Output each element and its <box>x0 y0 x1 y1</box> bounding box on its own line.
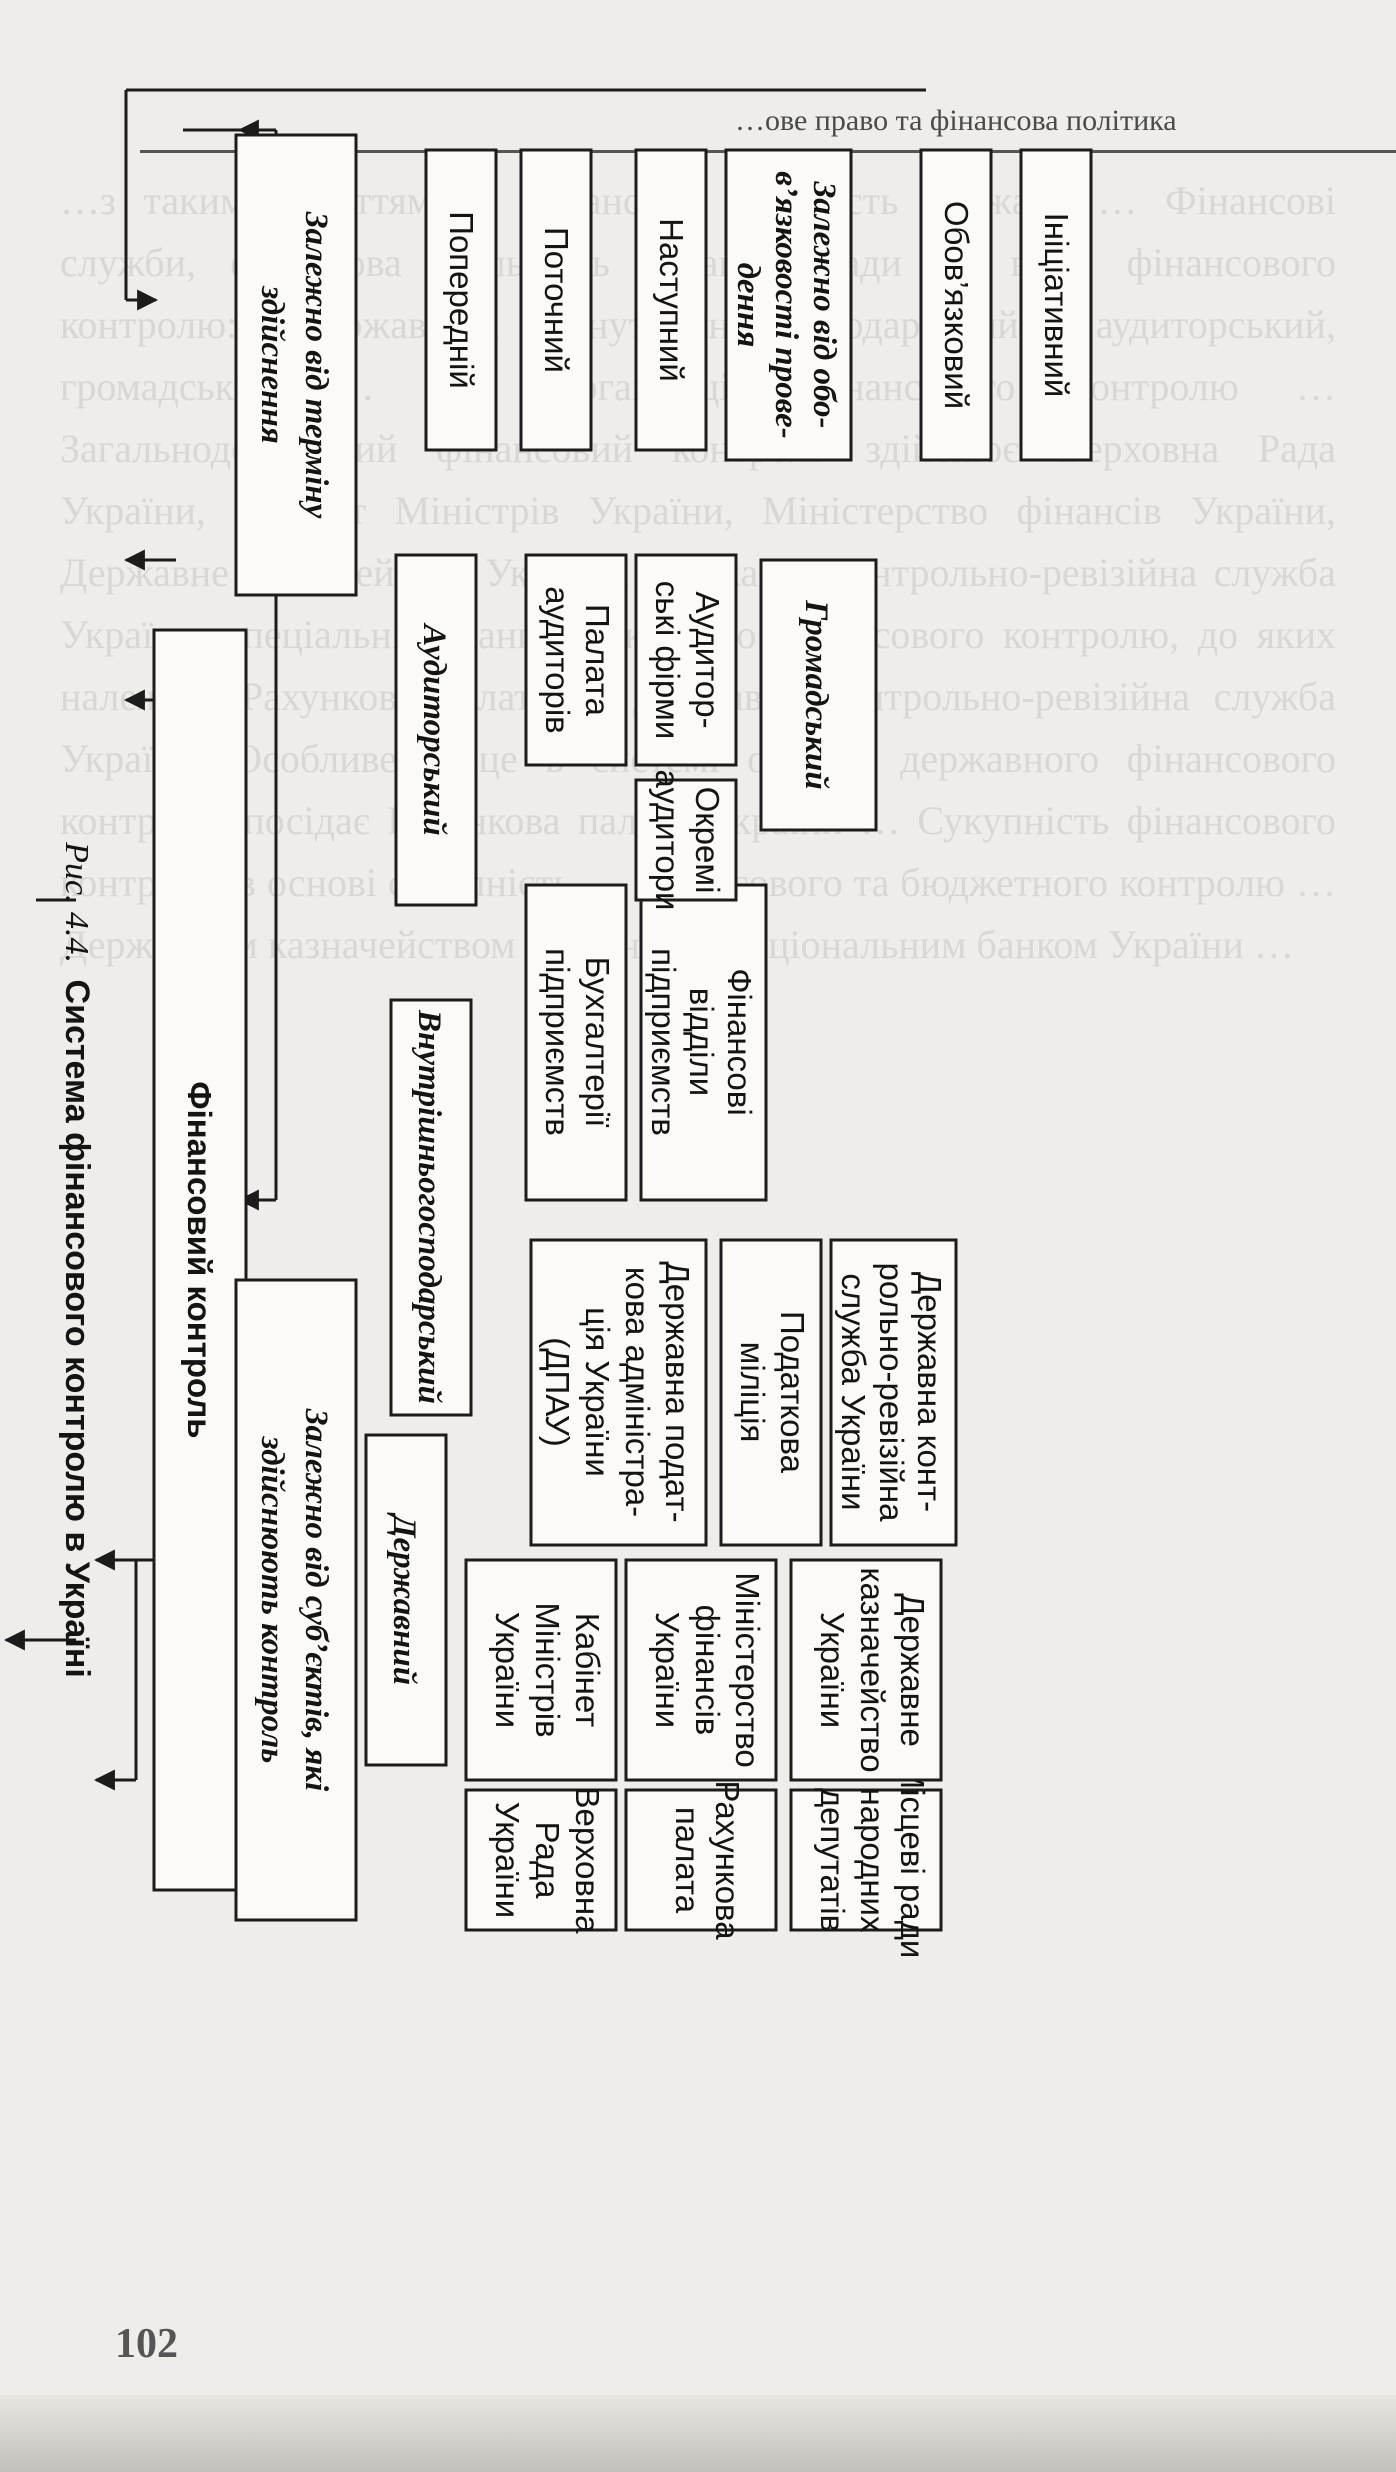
type-public: Громадський <box>759 558 878 832</box>
mandatory-item-1: Ініціативний <box>1019 148 1093 462</box>
state-extra-1-l1: Податкова <box>774 1311 811 1474</box>
type-public-label: Громадський <box>798 599 834 789</box>
mandatory-item-0-label: Обов’язковий <box>938 201 975 409</box>
internal-body-0: Бухгалтерії підприємств <box>524 883 628 1202</box>
group-subjects: Залежно від суб’єктів, які здійснюють ко… <box>234 1278 358 1922</box>
type-internal: Внутрішньогосподарський <box>389 998 473 1417</box>
term-item-2-label: Наступний <box>653 218 690 382</box>
state-extra-0-l3: ція України <box>579 1307 616 1477</box>
group-mandatory-title-3: дення <box>730 263 766 348</box>
state-body-5-l2: казначейство <box>854 1567 891 1772</box>
group-term-title-1: Залежно від терміну <box>298 211 334 519</box>
audit-body-0: Палата аудиторів <box>524 553 628 767</box>
term-item-1-label: Поточний <box>538 227 575 373</box>
state-body-0-l2: Рада <box>529 1822 566 1900</box>
state-body-3-l2: фінансів <box>689 1605 726 1736</box>
state-extra-1-l2: міліція <box>734 1342 771 1443</box>
group-term-title-2: здійснення <box>254 285 290 444</box>
root-node: Фінансовий контроль <box>152 628 248 1892</box>
group-term: Залежно від терміну здійснення <box>234 133 358 597</box>
state-body-4-l2: народних <box>854 1788 891 1933</box>
mandatory-item-1-label: Ініціативний <box>1038 213 1075 398</box>
state-body-3-l3: України <box>649 1612 686 1728</box>
group-mandatory: Залежно від обо- в’язковості прове- денн… <box>724 148 853 462</box>
term-item-0: Попередній <box>424 148 498 452</box>
state-body-4-l1: Місцеві ради <box>894 1762 931 1959</box>
group-subjects-title-2: здійснюють контроль <box>254 1436 290 1764</box>
state-extra-2: Державна конт- рольно-ревізійна служба У… <box>829 1238 958 1547</box>
state-extra-0-l1: Державна подат- <box>659 1261 696 1522</box>
state-extra-0-l4: (ДПАУ) <box>539 1337 576 1447</box>
state-body-0-l1: Верховна <box>569 1787 606 1935</box>
audit-body-2: Окремі аудитори <box>634 770 738 911</box>
state-body-2-l1: Рахункова <box>709 1780 746 1940</box>
type-internal-label: Внутрішньогосподарський <box>411 1009 447 1404</box>
state-body-1-l1: Кабінет <box>569 1613 606 1727</box>
figure-caption: Рис. 4.4. Система фінансового контролю в… <box>58 841 96 1678</box>
state-body-1-l2: Міністрів <box>529 1602 566 1737</box>
type-state: Державний <box>364 1433 448 1767</box>
root-label: Фінансовий контроль <box>181 1081 218 1438</box>
term-item-2: Наступний <box>634 148 708 452</box>
state-body-3: Міністерство фінансів України <box>624 1558 778 1782</box>
state-extra-2-l3: служба України <box>835 1273 872 1510</box>
page-bottom-shadow <box>0 2395 1396 2472</box>
audit-body-0-l2: аудиторів <box>539 586 576 733</box>
state-body-0: Верховна Рада України <box>464 1787 618 1935</box>
state-body-1: Кабінет Міністрів України <box>464 1558 618 1782</box>
state-body-2-l2: палата <box>669 1807 706 1914</box>
state-body-5-l1: Державне <box>894 1593 931 1747</box>
state-extra-0-l2: кова адміністра- <box>619 1267 656 1517</box>
state-extra-0: Державна подат- кова адміністра- ція Укр… <box>529 1238 708 1547</box>
term-item-0-label: Попередній <box>443 211 480 389</box>
state-extra-2-l2: рольно-ревізійна <box>873 1262 910 1522</box>
state-body-3-l1: Міністерство <box>729 1572 766 1767</box>
internal-body-1-l1: Фінансові <box>721 968 758 1115</box>
state-body-4-l3: депутатів <box>814 1788 851 1932</box>
state-extra-1: Податкова міліція <box>719 1238 823 1547</box>
state-body-5-l3: України <box>814 1612 851 1728</box>
state-extra-2-l1: Державна конт- <box>911 1272 948 1512</box>
group-mandatory-title-1: Залежно від обо- <box>806 180 842 428</box>
state-body-0-l3: України <box>489 1802 526 1918</box>
type-audit-label: Аудиторський <box>416 622 452 836</box>
audit-body-2-l1: Окремі <box>689 787 726 894</box>
state-body-1-l3: України <box>489 1612 526 1728</box>
internal-body-1: Фінансові відділи підприємств <box>639 883 768 1202</box>
audit-body-2-l2: аудитори <box>649 770 686 911</box>
internal-body-0-l1: Бухгалтерії <box>579 957 616 1128</box>
page-number: 102 <box>115 2321 178 2367</box>
running-head: …ове право та фінансова політика <box>735 104 1177 137</box>
term-item-1: Поточний <box>519 148 593 452</box>
state-body-2: Рахункова палата <box>624 1780 778 1940</box>
type-state-label: Державний <box>386 1512 422 1685</box>
group-subjects-title-1: Залежно від суб’єктів, які <box>298 1408 334 1792</box>
audit-body-1-l2: ські фірми <box>649 581 686 740</box>
audit-body-1-l1: Аудитор- <box>689 591 726 728</box>
state-body-4: Місцеві ради народних депутатів <box>789 1762 943 1959</box>
audit-body-0-l1: Палата <box>579 604 616 717</box>
internal-body-1-l2: відділи <box>683 988 720 1096</box>
mandatory-item-0: Обов’язковий <box>919 148 993 462</box>
type-audit: Аудиторський <box>394 553 478 907</box>
internal-body-0-l2: підприємств <box>539 948 576 1136</box>
audit-body-1: Аудитор- ські фірми <box>634 553 738 767</box>
internal-body-1-l3: підприємств <box>645 948 682 1136</box>
group-mandatory-title-2: в’язковості прове- <box>768 171 804 438</box>
state-body-5: Державне казначейство України <box>789 1558 943 1782</box>
